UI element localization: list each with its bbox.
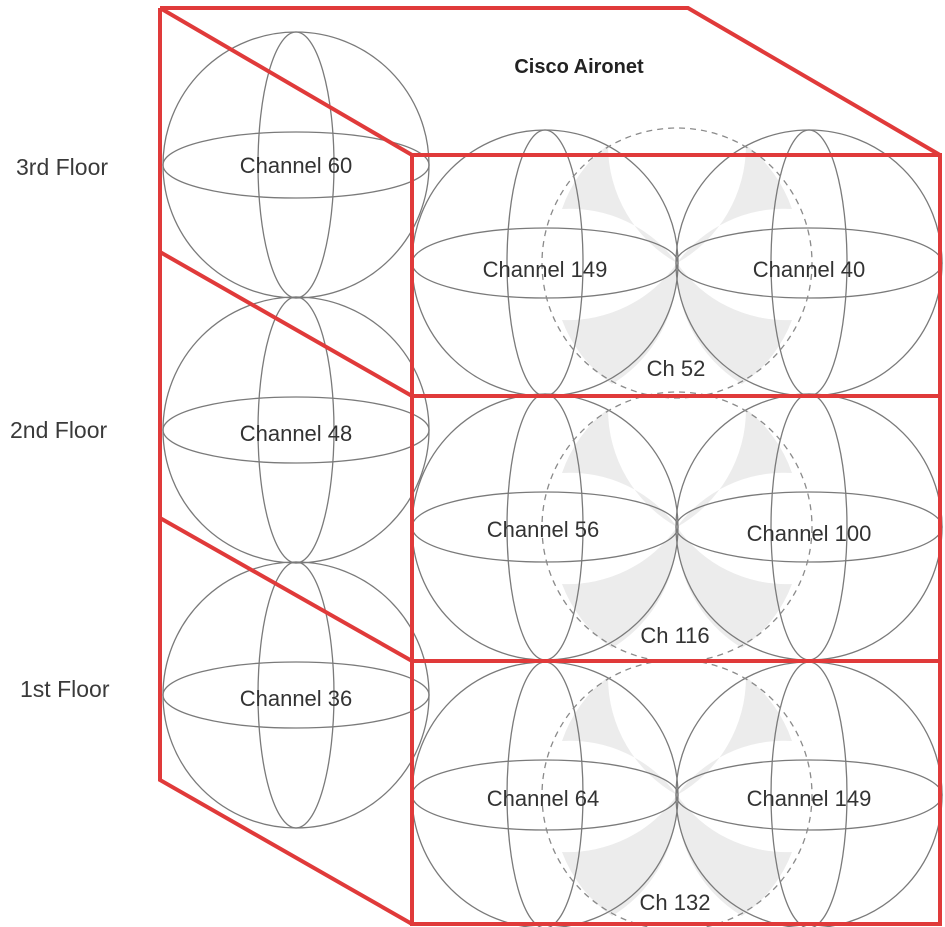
outline-top-edge [158,6,414,157]
channel-label-2nd-left: Channel 56 [487,517,600,542]
channel-label-1st-left: Channel 64 [487,786,600,811]
channel-label-3rd-right: Channel 40 [753,257,866,282]
outline-side-left [158,8,413,926]
sphere-2nd-side [162,296,430,564]
building-outline [158,6,942,926]
overlap-circle-1st [541,659,813,927]
channel-label-2nd-right: Channel 100 [747,521,872,546]
channel-label-1st-right: Channel 149 [747,786,872,811]
overlap-regions [562,145,792,916]
floor-label-3rd: 3rd Floor [16,154,109,180]
sphere-1st-side [162,561,430,829]
sphere-3rd-side [162,31,430,299]
channel-label-1st-side: Channel 36 [240,686,353,711]
overlap-shade-3rd [562,145,792,384]
overlap-label-2nd: Ch 116 [640,623,709,648]
channel-label-3rd-left: Channel 149 [483,257,608,282]
overlap-label-1st: Ch 132 [640,890,711,915]
diagram-title: Cisco Aironet [514,56,644,78]
overlap-label-3rd: Ch 52 [647,356,706,381]
outline-front-face [410,153,942,926]
outline-top-side [160,6,942,157]
channel-label-2nd-side: Channel 48 [240,421,353,446]
outline-side-floor-divider-2 [159,516,413,663]
side-face-spheres [162,31,430,829]
floor-label-1st: 1st Floor [20,676,110,702]
overlap-shade-1st [562,677,792,916]
overlap-shade-2nd [562,409,792,648]
channel-label-3rd-side: Channel 60 [240,153,353,178]
floor-label-2nd: 2nd Floor [10,417,108,443]
outline-side-floor-divider-1 [159,250,413,398]
